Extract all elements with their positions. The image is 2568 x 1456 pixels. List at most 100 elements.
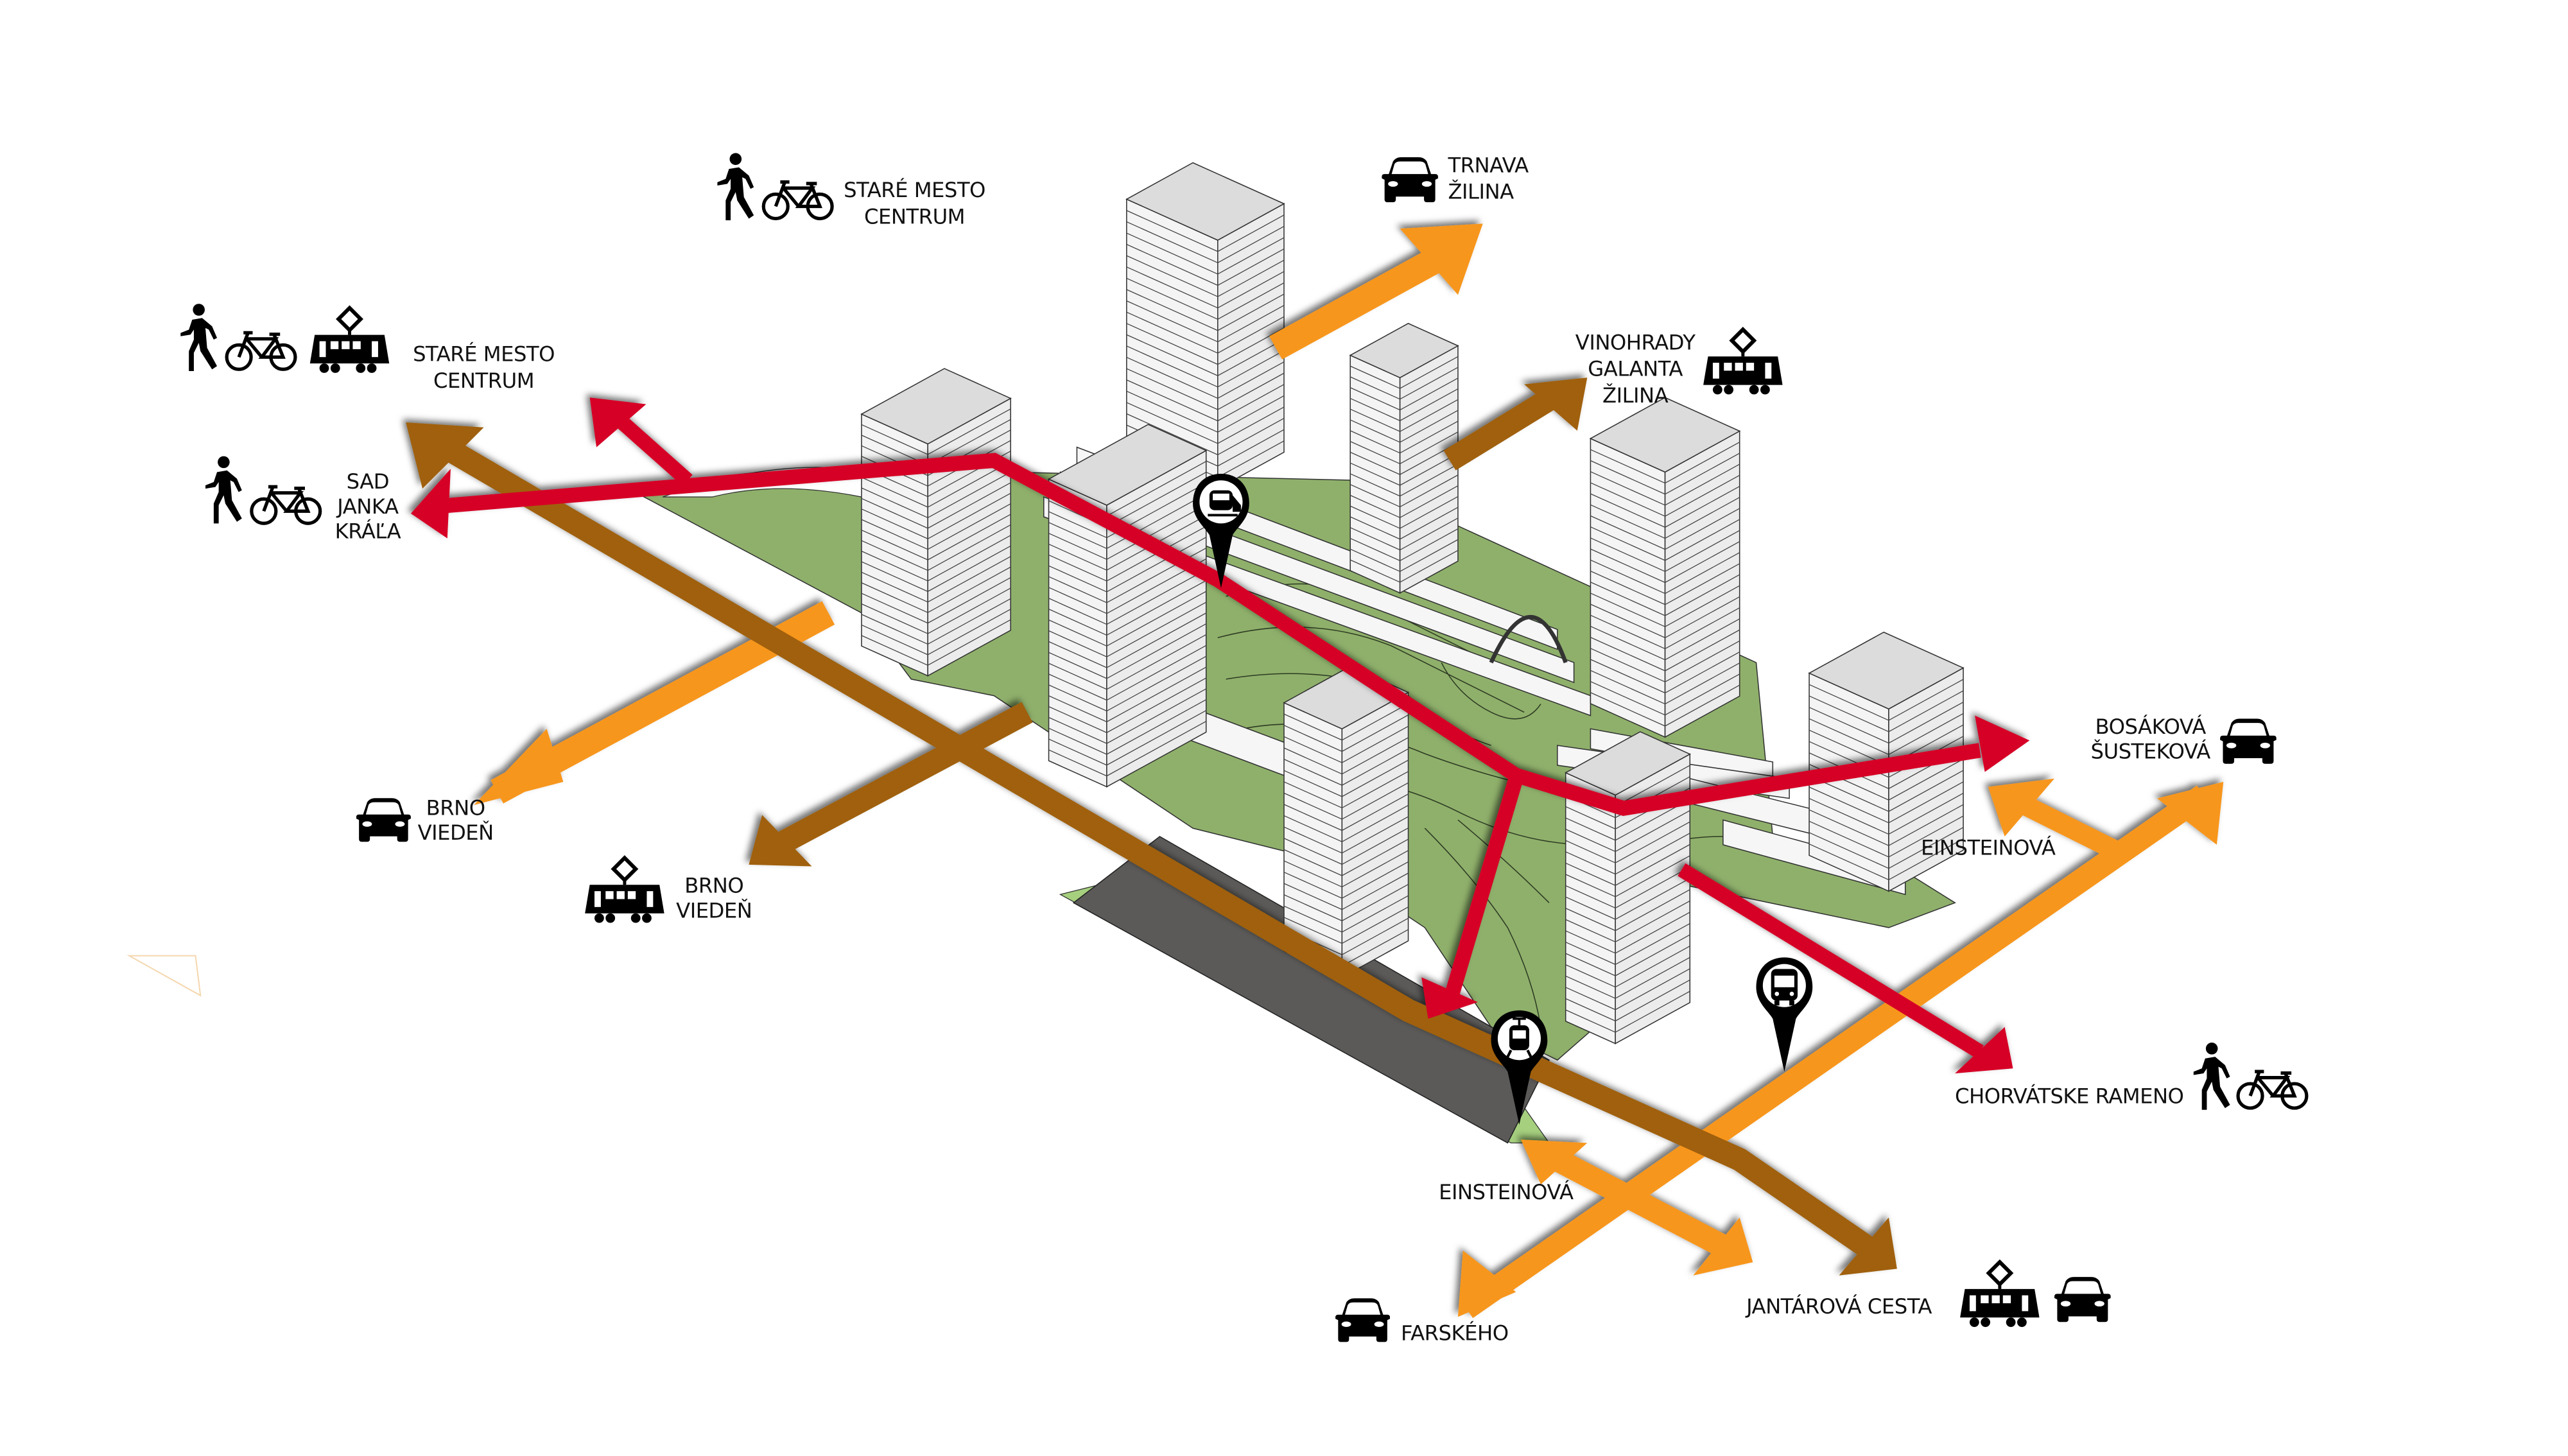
tram-icon xyxy=(310,308,389,373)
pedestrian-icon xyxy=(717,153,754,221)
floor-line xyxy=(1809,804,1964,846)
tower-far-east xyxy=(1808,631,1965,892)
floor-line xyxy=(1283,759,1409,797)
floor-line xyxy=(1809,713,1964,756)
floor-line xyxy=(1590,563,1740,605)
floor-line xyxy=(1283,828,1409,865)
stray-outline xyxy=(126,955,202,997)
floor-line xyxy=(1590,464,1740,506)
floor-line xyxy=(1048,580,1207,636)
floor-line xyxy=(1126,266,1285,309)
destination-trnava-zilina: TRNAVA ŽILINA xyxy=(1382,153,1529,204)
floor-line xyxy=(1809,838,1964,881)
arch-bridge xyxy=(1489,614,1568,664)
floor-line xyxy=(1048,526,1207,582)
floor-line xyxy=(1283,884,1409,922)
tram-icon xyxy=(1703,329,1782,394)
tower-north-east xyxy=(1349,322,1459,594)
pedestrian-routes xyxy=(411,397,2030,1073)
floor-line xyxy=(1349,453,1459,486)
floor-line xyxy=(1283,838,1409,876)
tram-routes xyxy=(406,377,1897,1276)
floor-line xyxy=(1565,866,1690,909)
car-route-farskeho xyxy=(1459,785,2210,1319)
floor-line xyxy=(1590,618,1740,661)
floor-line xyxy=(1590,442,1740,484)
building-roof xyxy=(1349,322,1459,379)
floor-line xyxy=(1283,895,1409,933)
train-icon xyxy=(1208,490,1241,517)
floor-line xyxy=(861,482,1011,529)
floor-line xyxy=(1048,677,1207,733)
floor-line xyxy=(1048,548,1207,603)
floor-line xyxy=(1283,737,1409,775)
destination-label: JANTÁROVÁ CESTA xyxy=(1745,1294,1932,1319)
train-stop-pin[interactable] xyxy=(1193,473,1249,588)
pedestrian-route-chorvatske xyxy=(1678,863,1984,1059)
floor-line xyxy=(861,609,1011,655)
car-arrowhead-einsteinova-bottom-end xyxy=(1693,1217,1753,1276)
floor-line xyxy=(1590,541,1740,584)
pedestrian-icon xyxy=(180,304,218,371)
floor-line xyxy=(1590,497,1740,539)
floor-line xyxy=(1283,850,1409,888)
floor-line xyxy=(1565,878,1690,920)
tower-south xyxy=(1283,666,1410,978)
floor-line xyxy=(1565,912,1690,954)
destination-label: TRNAVA xyxy=(1447,153,1529,177)
destination-label: ŽILINA xyxy=(1602,383,1669,408)
destination-chorvatske-rameno: CHORVÁTSKE RAMENO xyxy=(1955,1042,2307,1110)
floor-line xyxy=(1565,844,1690,886)
floor-line xyxy=(1565,934,1690,976)
floor-line xyxy=(1590,684,1740,727)
floor-line xyxy=(1048,721,1207,777)
pedestrian-arrowhead-chorvatske xyxy=(1955,1027,2013,1073)
car-icon xyxy=(1382,157,1438,203)
floor-line xyxy=(1590,519,1740,561)
floor-line xyxy=(1590,508,1740,550)
destination-sad-janka-krala: SAD JANKA KRÁĽA xyxy=(205,456,401,544)
floor-line xyxy=(1349,410,1459,443)
pedestrian-icon xyxy=(2193,1042,2230,1110)
bicycle-icon xyxy=(227,333,295,369)
floor-line xyxy=(861,471,1011,519)
destination-label: STARÉ MESTO xyxy=(413,342,555,366)
destination-label: CHORVÁTSKE RAMENO xyxy=(1955,1084,2183,1108)
floor-line xyxy=(1590,673,1740,716)
floor-line xyxy=(1565,855,1690,897)
destination-label: CENTRUM xyxy=(433,368,534,393)
floor-line xyxy=(1590,629,1740,672)
floor-line xyxy=(1809,690,1964,732)
floor-line xyxy=(1565,968,1690,1010)
floor-line xyxy=(1565,900,1690,942)
destination-brno-car: BRNO VIEDEŇ xyxy=(356,795,494,845)
floor-line xyxy=(1283,793,1409,831)
pedestrian-route-south xyxy=(1442,776,1523,1005)
floor-line xyxy=(1048,612,1207,668)
floor-line xyxy=(1809,781,1964,824)
bus-stop-pin[interactable] xyxy=(1756,957,1813,1072)
pedestrian-route-stare-mesto xyxy=(608,408,693,486)
floor-line xyxy=(861,514,1011,560)
tram-front-icon xyxy=(1506,1018,1532,1058)
floor-line xyxy=(1126,413,1285,456)
car-route-trnava xyxy=(1269,245,1448,360)
floor-line xyxy=(1590,640,1740,682)
tram-stop-pin[interactable] xyxy=(1491,1010,1548,1125)
floor-line xyxy=(861,556,1011,603)
floor-line xyxy=(1349,464,1459,497)
floor-line xyxy=(1590,596,1740,639)
floor-line xyxy=(1048,655,1207,712)
pedestrian-icon xyxy=(205,456,242,524)
floor-line xyxy=(1809,770,1964,812)
floor-line xyxy=(1565,991,1690,1033)
bicycle-icon xyxy=(252,487,320,523)
floor-line xyxy=(1126,232,1285,275)
destination-label: BOSÁKOVÁ xyxy=(2095,715,2207,739)
floor-line xyxy=(1809,702,1964,744)
floor-line xyxy=(861,619,1011,666)
destination-label: EINSTEINOVÁ xyxy=(1439,1180,1574,1204)
destination-label: EINSTEINOVÁ xyxy=(1921,835,2056,860)
floor-line xyxy=(1048,569,1207,625)
floor-line xyxy=(1565,889,1690,932)
